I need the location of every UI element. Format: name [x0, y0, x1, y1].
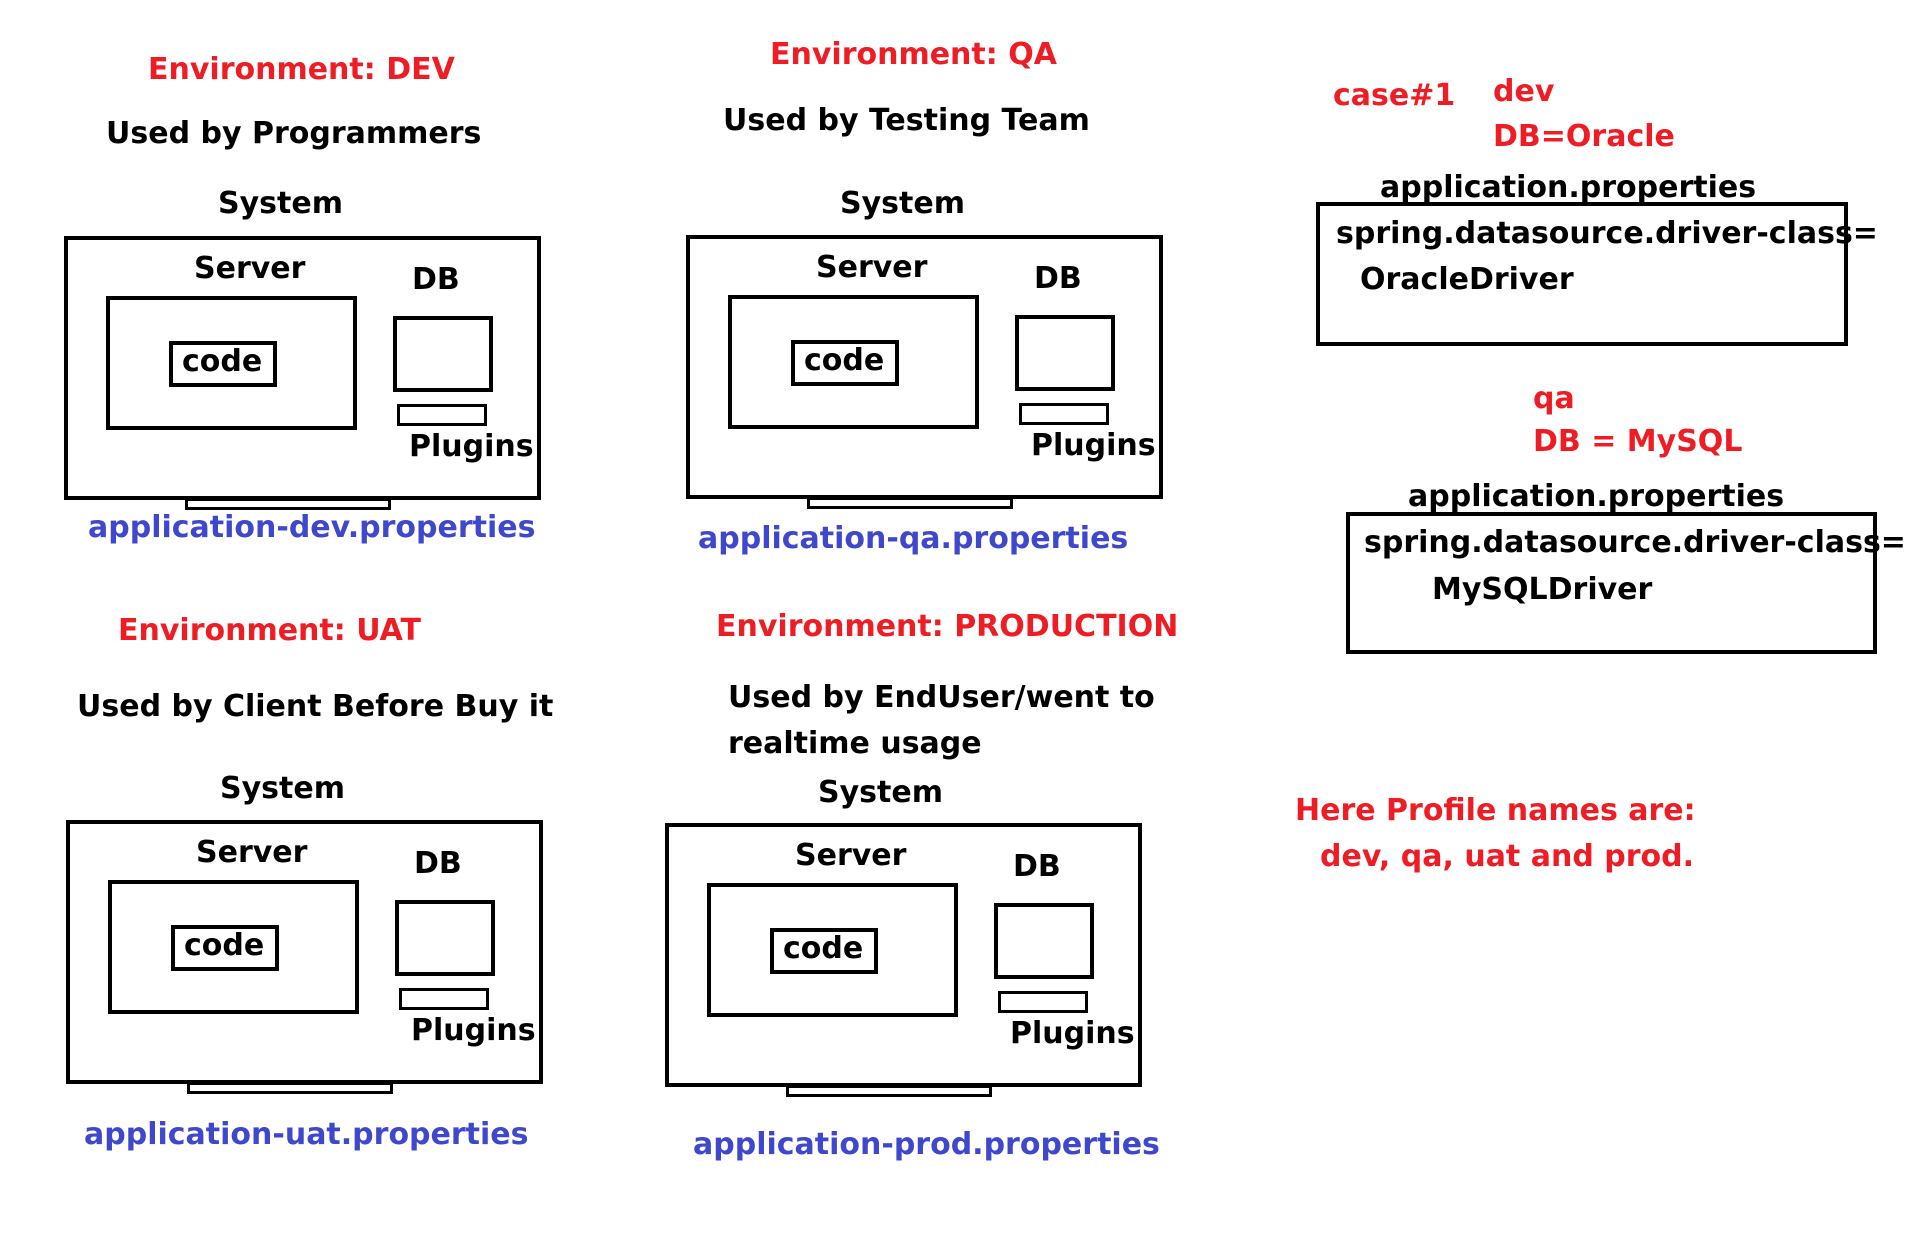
env-uat-db-box: [395, 900, 495, 976]
env-prod-file: application-prod.properties: [693, 1127, 1160, 1162]
env-prod-system-stand: [786, 1085, 992, 1097]
env-dev-plugins-label: Plugins: [409, 429, 534, 464]
env-uat-system-stand: [187, 1082, 393, 1094]
env-dev-server-label: Server: [194, 251, 306, 286]
env-dev-code-label: code: [182, 344, 263, 379]
env-qa-title: Environment: QA: [770, 37, 1057, 72]
profiles-line1: Here Profile names are:: [1295, 793, 1696, 828]
env-uat-db-label: DB: [414, 846, 462, 881]
env-qa-server-label: Server: [816, 250, 928, 285]
env-dev-used-by: Used by Programmers: [106, 116, 482, 151]
env-qa-system-stand: [807, 497, 1013, 509]
env-prod-db-label: DB: [1013, 849, 1061, 884]
env-uat-file: application-uat.properties: [84, 1117, 529, 1152]
env-prod-code-label: code: [783, 931, 864, 966]
case-dev-label: dev: [1493, 74, 1555, 109]
env-prod-server-label: Server: [795, 838, 907, 873]
env-qa-db-label: DB: [1034, 261, 1082, 296]
case-dev-db: DB=Oracle: [1493, 119, 1675, 154]
env-dev-db-label: DB: [412, 262, 460, 297]
profiles-line2: dev, qa, uat and prod.: [1320, 839, 1694, 874]
case-dev-config-line2: OracleDriver: [1360, 262, 1574, 297]
env-qa-used-by: Used by Testing Team: [723, 103, 1090, 138]
env-qa-code-box: [791, 340, 899, 386]
env-uat-title: Environment: UAT: [118, 613, 421, 648]
env-prod-plugins-box: [998, 991, 1088, 1013]
case-dev-file-title: application.properties: [1380, 170, 1757, 205]
env-uat-system-label: System: [220, 771, 345, 806]
env-prod-plugins-label: Plugins: [1010, 1016, 1135, 1051]
env-qa-code-label: code: [804, 343, 885, 378]
env-prod-db-box: [994, 903, 1094, 979]
env-uat-plugins-label: Plugins: [411, 1013, 536, 1048]
env-qa-plugins-box: [1019, 403, 1109, 425]
env-dev-plugins-box: [397, 404, 487, 426]
env-uat-plugins-box: [399, 988, 489, 1010]
env-qa-db-box: [1015, 315, 1115, 391]
env-uat-server-label: Server: [196, 835, 308, 870]
case-qa-db: DB = MySQL: [1533, 424, 1743, 459]
env-prod-used-by-line2: realtime usage: [728, 726, 982, 761]
env-dev-code-box: [169, 341, 277, 387]
env-dev-title: Environment: DEV: [148, 52, 455, 87]
env-qa-file: application-qa.properties: [698, 521, 1129, 556]
env-uat-code-box: [171, 925, 279, 971]
env-qa-plugins-label: Plugins: [1031, 428, 1156, 463]
case-qa-config-line1: spring.datasource.driver-class=: [1364, 525, 1906, 560]
case-dev-config-line1: spring.datasource.driver-class=: [1336, 216, 1878, 251]
env-prod-used-by-line1: Used by EndUser/went to: [728, 680, 1155, 715]
case-qa-config-box: [1346, 512, 1877, 654]
env-uat-used-by: Used by Client Before Buy it: [77, 689, 554, 724]
case-qa-file-title: application.properties: [1408, 479, 1785, 514]
env-dev-file: application-dev.properties: [88, 510, 536, 545]
case-label: case#1: [1333, 78, 1456, 113]
env-prod-title: Environment: PRODUCTION: [716, 609, 1179, 644]
env-prod-system-label: System: [818, 775, 943, 810]
env-uat-code-label: code: [184, 928, 265, 963]
case-dev-config-box: [1316, 202, 1848, 346]
env-prod-code-box: [770, 928, 878, 974]
env-qa-system-label: System: [840, 186, 965, 221]
env-dev-system-label: System: [218, 186, 343, 221]
env-dev-system-stand: [185, 498, 391, 510]
env-dev-db-box: [393, 316, 493, 392]
case-qa-label: qa: [1533, 381, 1575, 416]
case-qa-config-line2: MySQLDriver: [1432, 572, 1653, 607]
